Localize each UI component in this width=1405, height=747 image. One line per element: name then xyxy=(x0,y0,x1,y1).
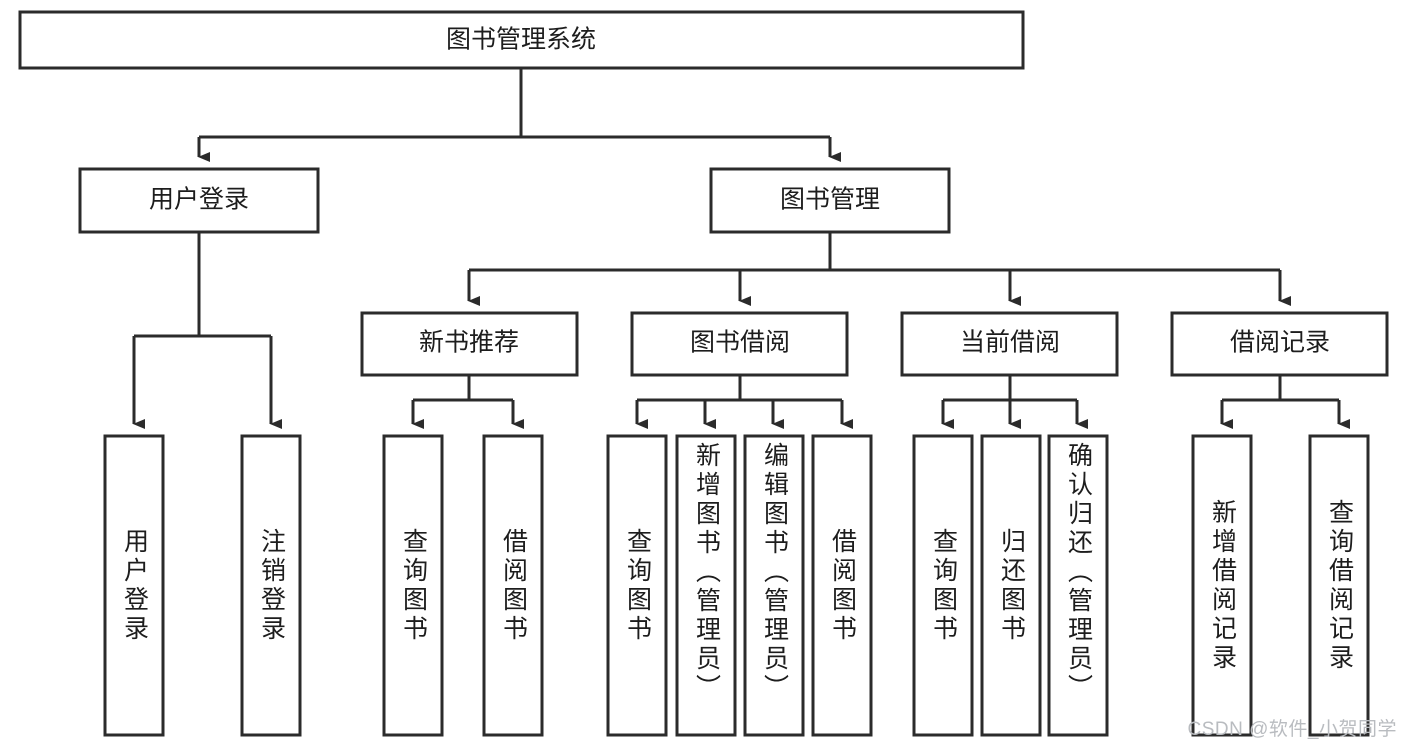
node-leaf-edit-book-label: 编辑图书（管理员） xyxy=(760,442,789,703)
node-leaf-add-record-label-wrap: 新增借阅记录 xyxy=(1193,436,1251,735)
node-user-login[interactable]: 用户登录 xyxy=(78,167,320,234)
node-leaf-return-book-label: 归还图书 xyxy=(997,527,1026,644)
node-leaf-query-book-3-label: 查询图书 xyxy=(929,527,958,644)
node-leaf-add-book-label-wrap: 新增图书（管理员） xyxy=(677,442,735,735)
node-leaf-borrow-book-1-label-wrap: 借阅图书 xyxy=(484,436,542,735)
node-root-box[interactable] xyxy=(18,10,1025,70)
node-leaf-confirm-return-label: 确认归还（管理员） xyxy=(1064,442,1093,703)
node-book-borrow[interactable]: 图书借阅 xyxy=(630,311,849,377)
node-leaf-query-book-1-box[interactable] xyxy=(382,434,444,737)
node-leaf-query-record-label-wrap: 查询借阅记录 xyxy=(1310,436,1368,735)
node-leaf-query-book-3-label-wrap: 查询图书 xyxy=(914,436,972,735)
node-book-manage-label: 图书管理 xyxy=(780,186,880,214)
node-root-label: 图书管理系统 xyxy=(446,26,596,54)
node-leaf-return-book-label-wrap: 归还图书 xyxy=(982,436,1040,735)
node-leaf-borrow-book-2-label-wrap: 借阅图书 xyxy=(813,436,871,735)
connector-group-borrow-record xyxy=(1220,375,1350,429)
node-leaf-user-login[interactable] xyxy=(103,434,165,737)
node-leaf-confirm-return[interactable] xyxy=(1047,434,1109,737)
node-leaf-query-book-1-label-wrap: 查询图书 xyxy=(384,436,442,735)
node-book-borrow-label: 图书借阅 xyxy=(690,329,790,357)
node-leaf-confirm-return-box[interactable] xyxy=(1047,434,1109,737)
node-leaf-logout-label: 注销登录 xyxy=(257,527,286,644)
connector-group-user-login xyxy=(132,232,282,429)
connector-group-current-borrow xyxy=(941,375,1088,429)
node-leaf-return-book-box[interactable] xyxy=(980,434,1042,737)
node-leaf-query-book-3-box[interactable] xyxy=(912,434,974,737)
node-leaf-return-book[interactable] xyxy=(980,434,1042,737)
node-new-book-rec-label: 新书推荐 xyxy=(419,329,519,357)
node-leaf-add-record[interactable] xyxy=(1191,434,1253,737)
connector-group-book-borrow xyxy=(635,375,853,429)
node-leaf-borrow-book-2[interactable] xyxy=(811,434,873,737)
node-leaf-borrow-book-1-label: 借阅图书 xyxy=(499,527,528,644)
node-book-manage-box[interactable] xyxy=(709,167,951,234)
node-leaf-borrow-book-1-box[interactable] xyxy=(482,434,544,737)
node-leaf-query-book-2-label-wrap: 查询图书 xyxy=(608,436,666,735)
node-new-book-rec[interactable]: 新书推荐 xyxy=(360,311,579,377)
node-current-borrow-box[interactable] xyxy=(900,311,1119,377)
node-leaf-query-record-label: 查询借阅记录 xyxy=(1325,498,1354,673)
node-current-borrow-label: 当前借阅 xyxy=(960,329,1060,357)
node-leaf-query-record[interactable] xyxy=(1308,434,1370,737)
node-leaf-user-login-label: 用户登录 xyxy=(120,527,149,644)
node-leaf-user-login-box[interactable] xyxy=(103,434,165,737)
node-borrow-record-box[interactable] xyxy=(1170,311,1389,377)
node-leaf-logout-box[interactable] xyxy=(240,434,302,737)
node-leaf-add-book[interactable] xyxy=(675,434,737,737)
node-book-manage[interactable]: 图书管理 xyxy=(709,167,951,234)
node-leaf-query-record-box[interactable] xyxy=(1308,434,1370,737)
node-leaf-query-book-3[interactable] xyxy=(912,434,974,737)
node-leaf-borrow-book-1[interactable] xyxy=(482,434,544,737)
node-leaf-query-book-2-label: 查询图书 xyxy=(623,527,652,644)
node-leaf-user-login-label-wrap: 用户登录 xyxy=(105,436,163,735)
node-borrow-record-label: 借阅记录 xyxy=(1230,329,1330,357)
node-leaf-edit-book-label-wrap: 编辑图书（管理员） xyxy=(745,442,803,735)
node-new-book-rec-box[interactable] xyxy=(360,311,579,377)
connector-group-book-manage xyxy=(467,232,1291,306)
node-leaf-query-book-2[interactable] xyxy=(606,434,668,737)
node-leaf-borrow-book-2-label: 借阅图书 xyxy=(828,527,857,644)
node-root[interactable]: 图书管理系统 xyxy=(18,10,1025,70)
node-leaf-edit-book-box[interactable] xyxy=(743,434,805,737)
node-leaf-borrow-book-2-box[interactable] xyxy=(811,434,873,737)
node-leaf-add-book-box[interactable] xyxy=(675,434,737,737)
node-leaf-query-book-1-label: 查询图书 xyxy=(399,527,428,644)
node-leaf-query-book-1[interactable] xyxy=(382,434,444,737)
node-leaf-logout-label-wrap: 注销登录 xyxy=(242,436,300,735)
node-leaf-add-book-label: 新增图书（管理员） xyxy=(692,442,721,703)
node-user-login-box[interactable] xyxy=(78,167,320,234)
node-leaf-confirm-return-label-wrap: 确认归还（管理员） xyxy=(1049,442,1107,735)
node-leaf-logout[interactable] xyxy=(240,434,302,737)
node-leaf-edit-book[interactable] xyxy=(743,434,805,737)
node-leaf-add-record-label: 新增借阅记录 xyxy=(1208,498,1237,673)
node-leaf-add-record-box[interactable] xyxy=(1191,434,1253,737)
connector-group-root xyxy=(197,68,841,162)
node-user-login-label: 用户登录 xyxy=(149,186,249,214)
node-leaf-query-book-2-box[interactable] xyxy=(606,434,668,737)
node-book-borrow-box[interactable] xyxy=(630,311,849,377)
connector-group-new-book-rec xyxy=(411,375,524,429)
node-borrow-record[interactable]: 借阅记录 xyxy=(1170,311,1389,377)
node-current-borrow[interactable]: 当前借阅 xyxy=(900,311,1119,377)
